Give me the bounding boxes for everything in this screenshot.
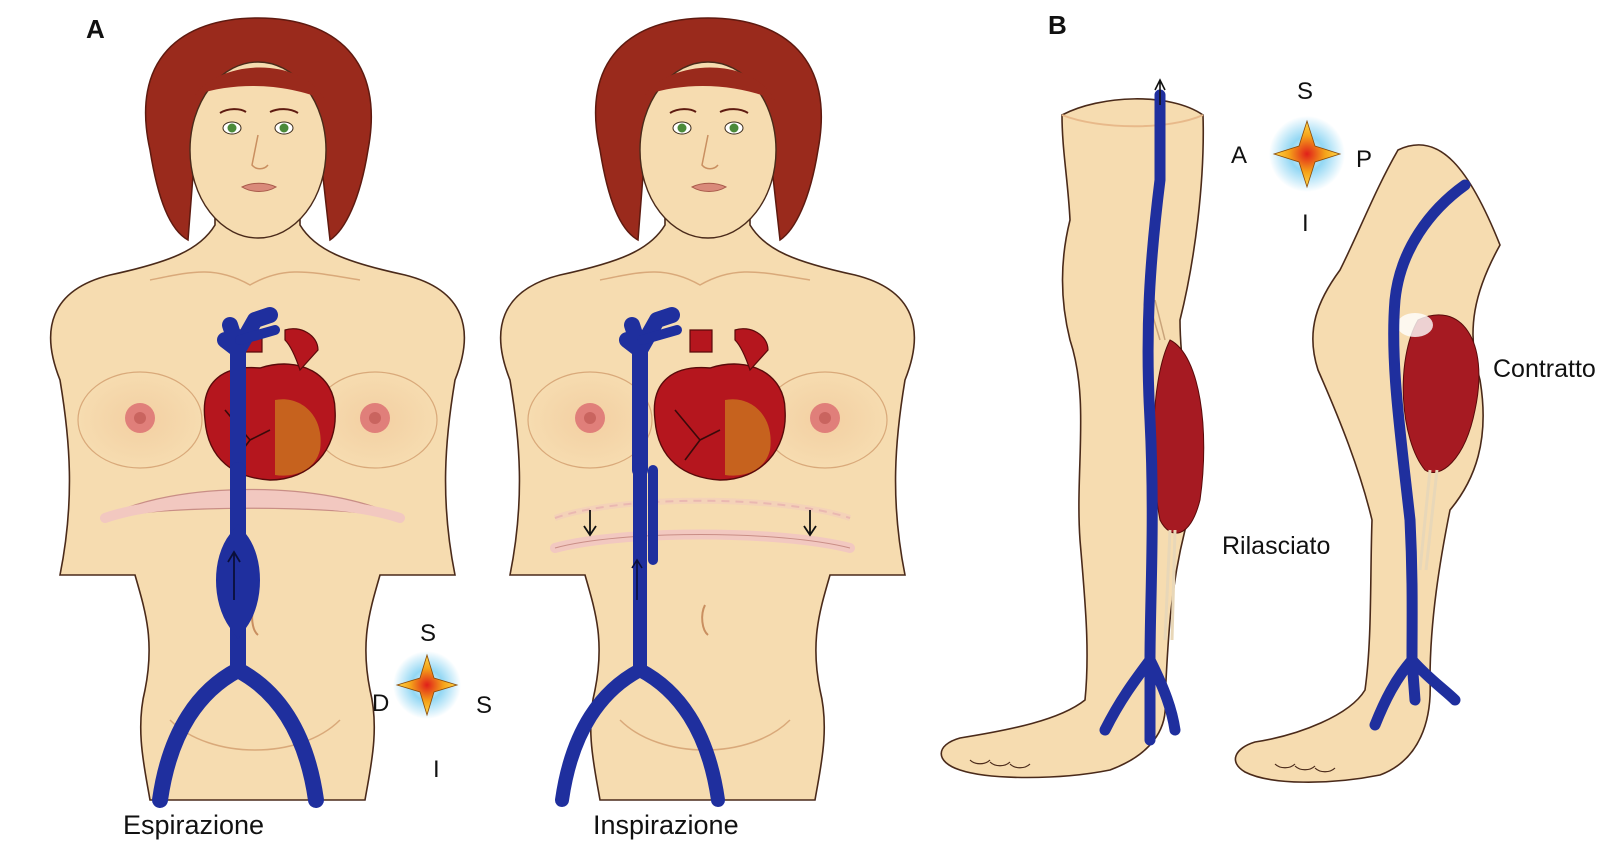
compass-a-icon [393,651,461,719]
caption-expiration: Espirazione [123,810,264,841]
leg-relaxed [941,80,1204,778]
compass-a-right: S [476,692,492,720]
compass-a-top: S [420,620,436,648]
label-contracted: Contratto [1493,355,1596,384]
leg-contracted [1235,145,1500,782]
caption-inspiration: Inspirazione [593,810,739,841]
figure-inspiration [501,18,915,800]
panel-b-letter: B [1048,10,1067,41]
calf-muscle [1153,340,1203,533]
panel-a-letter: A [86,14,105,45]
compass-b-icon [1269,116,1345,192]
compass-a-left: D [372,690,389,718]
compass-b-right: P [1356,146,1372,174]
compass-a-bottom: I [433,756,440,784]
compass-b-top: S [1297,78,1313,106]
label-relaxed: Rilasciato [1222,532,1330,561]
compass-b-left: A [1231,142,1247,170]
compass-b-bottom: I [1302,210,1309,238]
